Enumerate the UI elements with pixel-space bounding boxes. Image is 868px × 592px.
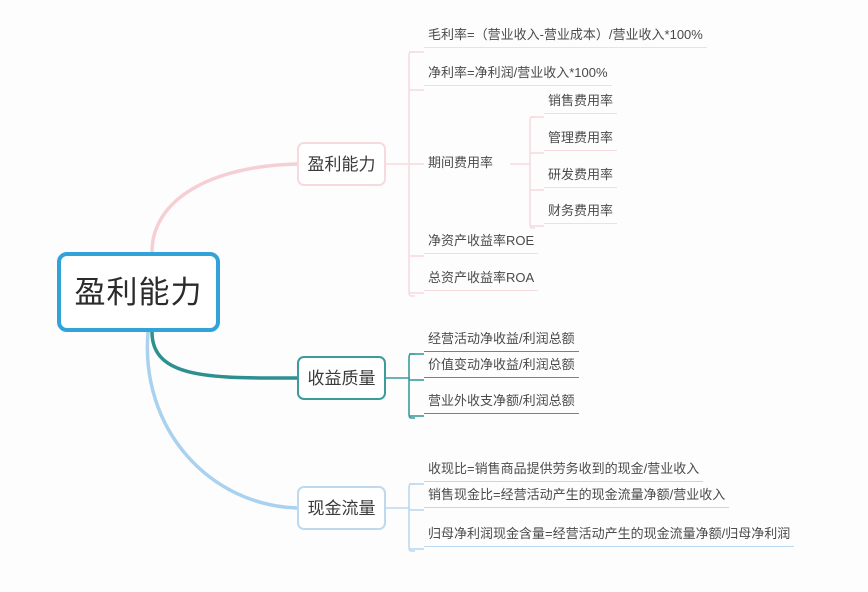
leaf-roe[interactable]: 净资产收益率ROE (424, 232, 539, 254)
branch-node-earnings-quality[interactable]: 收益质量 (297, 356, 386, 400)
leaf-admin-expense-ratio[interactable]: 管理费用率 (544, 129, 618, 151)
leaf-roa[interactable]: 总资产收益率ROA (424, 269, 539, 291)
branch-label-profitability: 盈利能力 (307, 154, 376, 174)
branch-label-cash-flow: 现金流量 (307, 498, 376, 518)
leaf-period-expense-ratio[interactable]: 期间费用率 (428, 155, 494, 170)
leaf-gross-margin[interactable]: 毛利率=（营业收入-营业成本）/营业收入*100% (424, 26, 707, 48)
leaf-net-margin[interactable]: 净利率=净利润/营业收入*100% (424, 64, 612, 86)
leaf-value-change-net-income-ratio[interactable]: 价值变动净收益/利润总额 (424, 356, 579, 378)
branch-node-cash-flow[interactable]: 现金流量 (297, 486, 386, 530)
root-node-label: 盈利能力 (74, 274, 203, 310)
leaf-selling-expense-ratio[interactable]: 销售费用率 (544, 92, 618, 114)
leaf-rnd-expense-ratio[interactable]: 研发费用率 (544, 166, 618, 188)
leaf-parent-net-profit-cash-content[interactable]: 归母净利润现金含量=经营活动产生的现金流量净额/归母净利润 (424, 525, 795, 547)
leaf-non-operating-net-ratio[interactable]: 营业外收支净额/利润总额 (424, 392, 579, 414)
leaf-sales-cash-ratio[interactable]: 销售现金比=经营活动产生的现金流量净额/营业收入 (424, 486, 730, 508)
branch-label-earnings-quality: 收益质量 (307, 368, 376, 388)
leaf-cash-collection-ratio[interactable]: 收现比=销售商品提供劳务收到的现金/营业收入 (424, 460, 704, 482)
branch-node-profitability[interactable]: 盈利能力 (297, 142, 386, 186)
leaf-operating-net-income-ratio[interactable]: 经营活动净收益/利润总额 (424, 330, 579, 352)
leaf-finance-expense-ratio[interactable]: 财务费用率 (544, 202, 618, 224)
root-node[interactable]: 盈利能力 (57, 252, 220, 332)
